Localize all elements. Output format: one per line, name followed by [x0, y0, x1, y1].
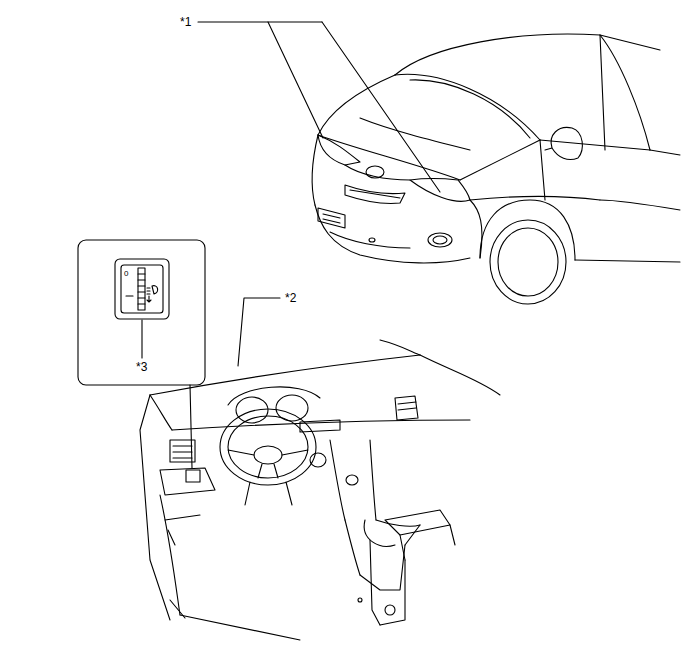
- callout-number: *1: [180, 16, 191, 28]
- scale-mark: 0: [124, 270, 128, 278]
- leader-lines: [142, 22, 440, 366]
- vehicle-drawing: [312, 34, 680, 304]
- callout-number: *3: [136, 361, 147, 373]
- switch-inset: [78, 240, 205, 468]
- switch-location: [186, 470, 200, 482]
- callout-number: *2: [285, 292, 296, 304]
